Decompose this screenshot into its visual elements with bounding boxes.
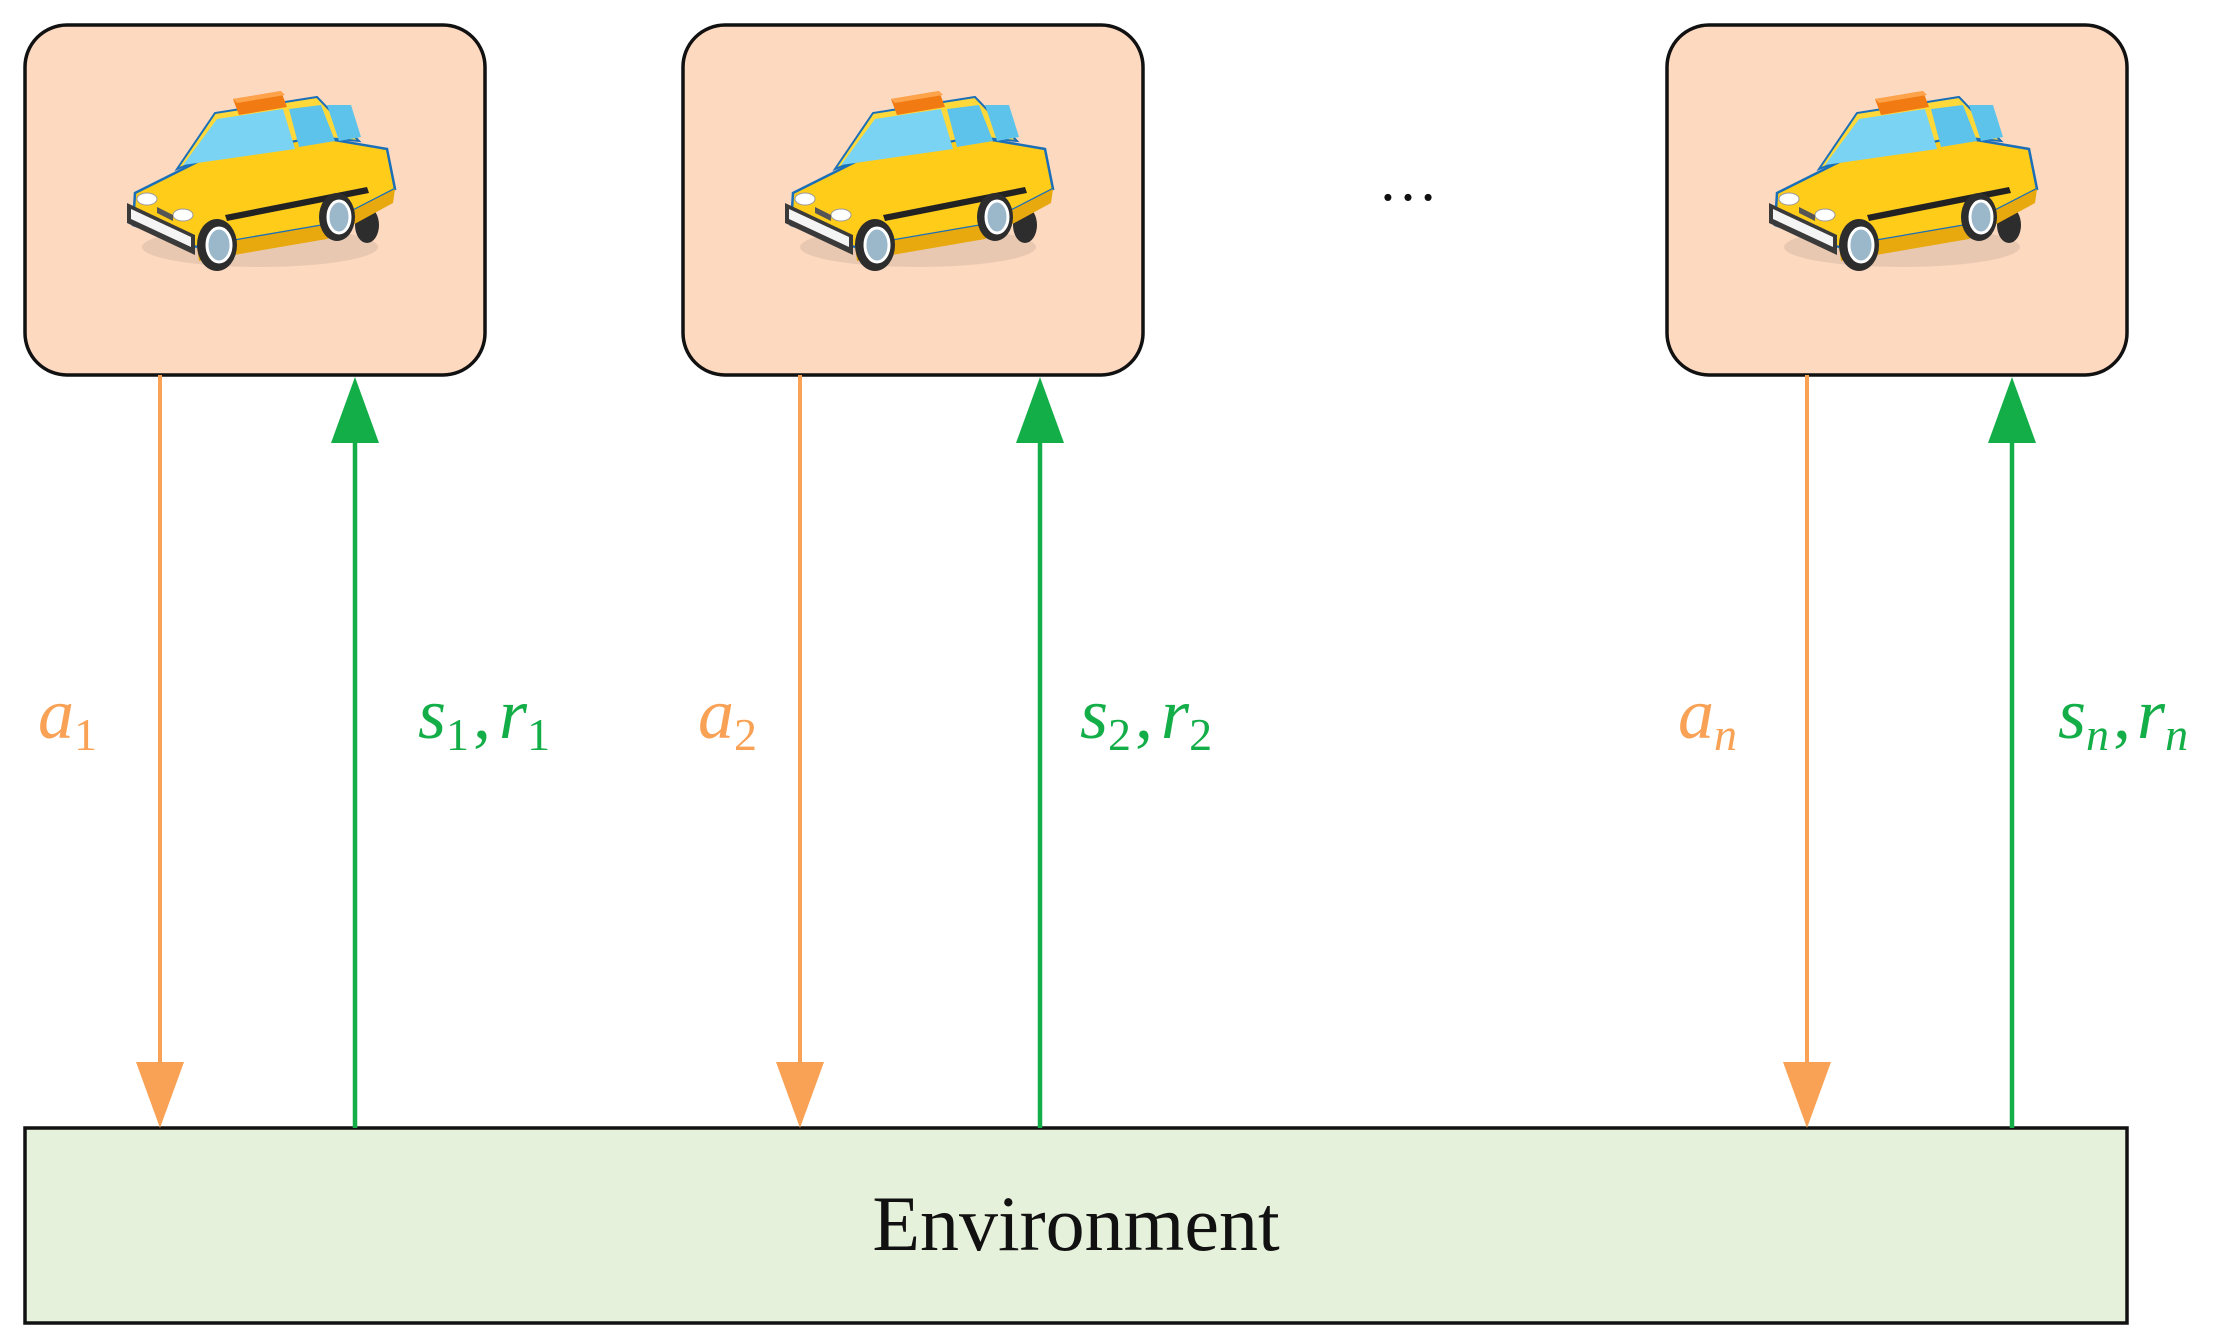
observation-arrow-1: [331, 377, 379, 1128]
action-label-n: an: [1678, 674, 1737, 760]
observation-label-n: sn,rn: [2058, 674, 2188, 760]
action-arrow-1: [136, 375, 184, 1128]
observation-label-1: s1,r1: [418, 674, 550, 760]
environment-box: Environment: [23, 1126, 2129, 1325]
agent-box-n: [1665, 23, 2129, 377]
action-label-2: a2: [698, 674, 757, 760]
action-arrow-n: [1783, 375, 1831, 1128]
observation-arrow-2: [1016, 377, 1064, 1128]
agent-box-1: [23, 23, 487, 377]
environment-label: Environment: [872, 1180, 1280, 1267]
ellipsis: …: [1378, 147, 1438, 213]
observation-arrow-n: [1988, 377, 2036, 1128]
observation-label-2: s2,r2: [1080, 674, 1212, 760]
action-arrow-2: [776, 375, 824, 1128]
agent-box-2: [681, 23, 1145, 377]
action-label-1: a1: [38, 674, 97, 760]
